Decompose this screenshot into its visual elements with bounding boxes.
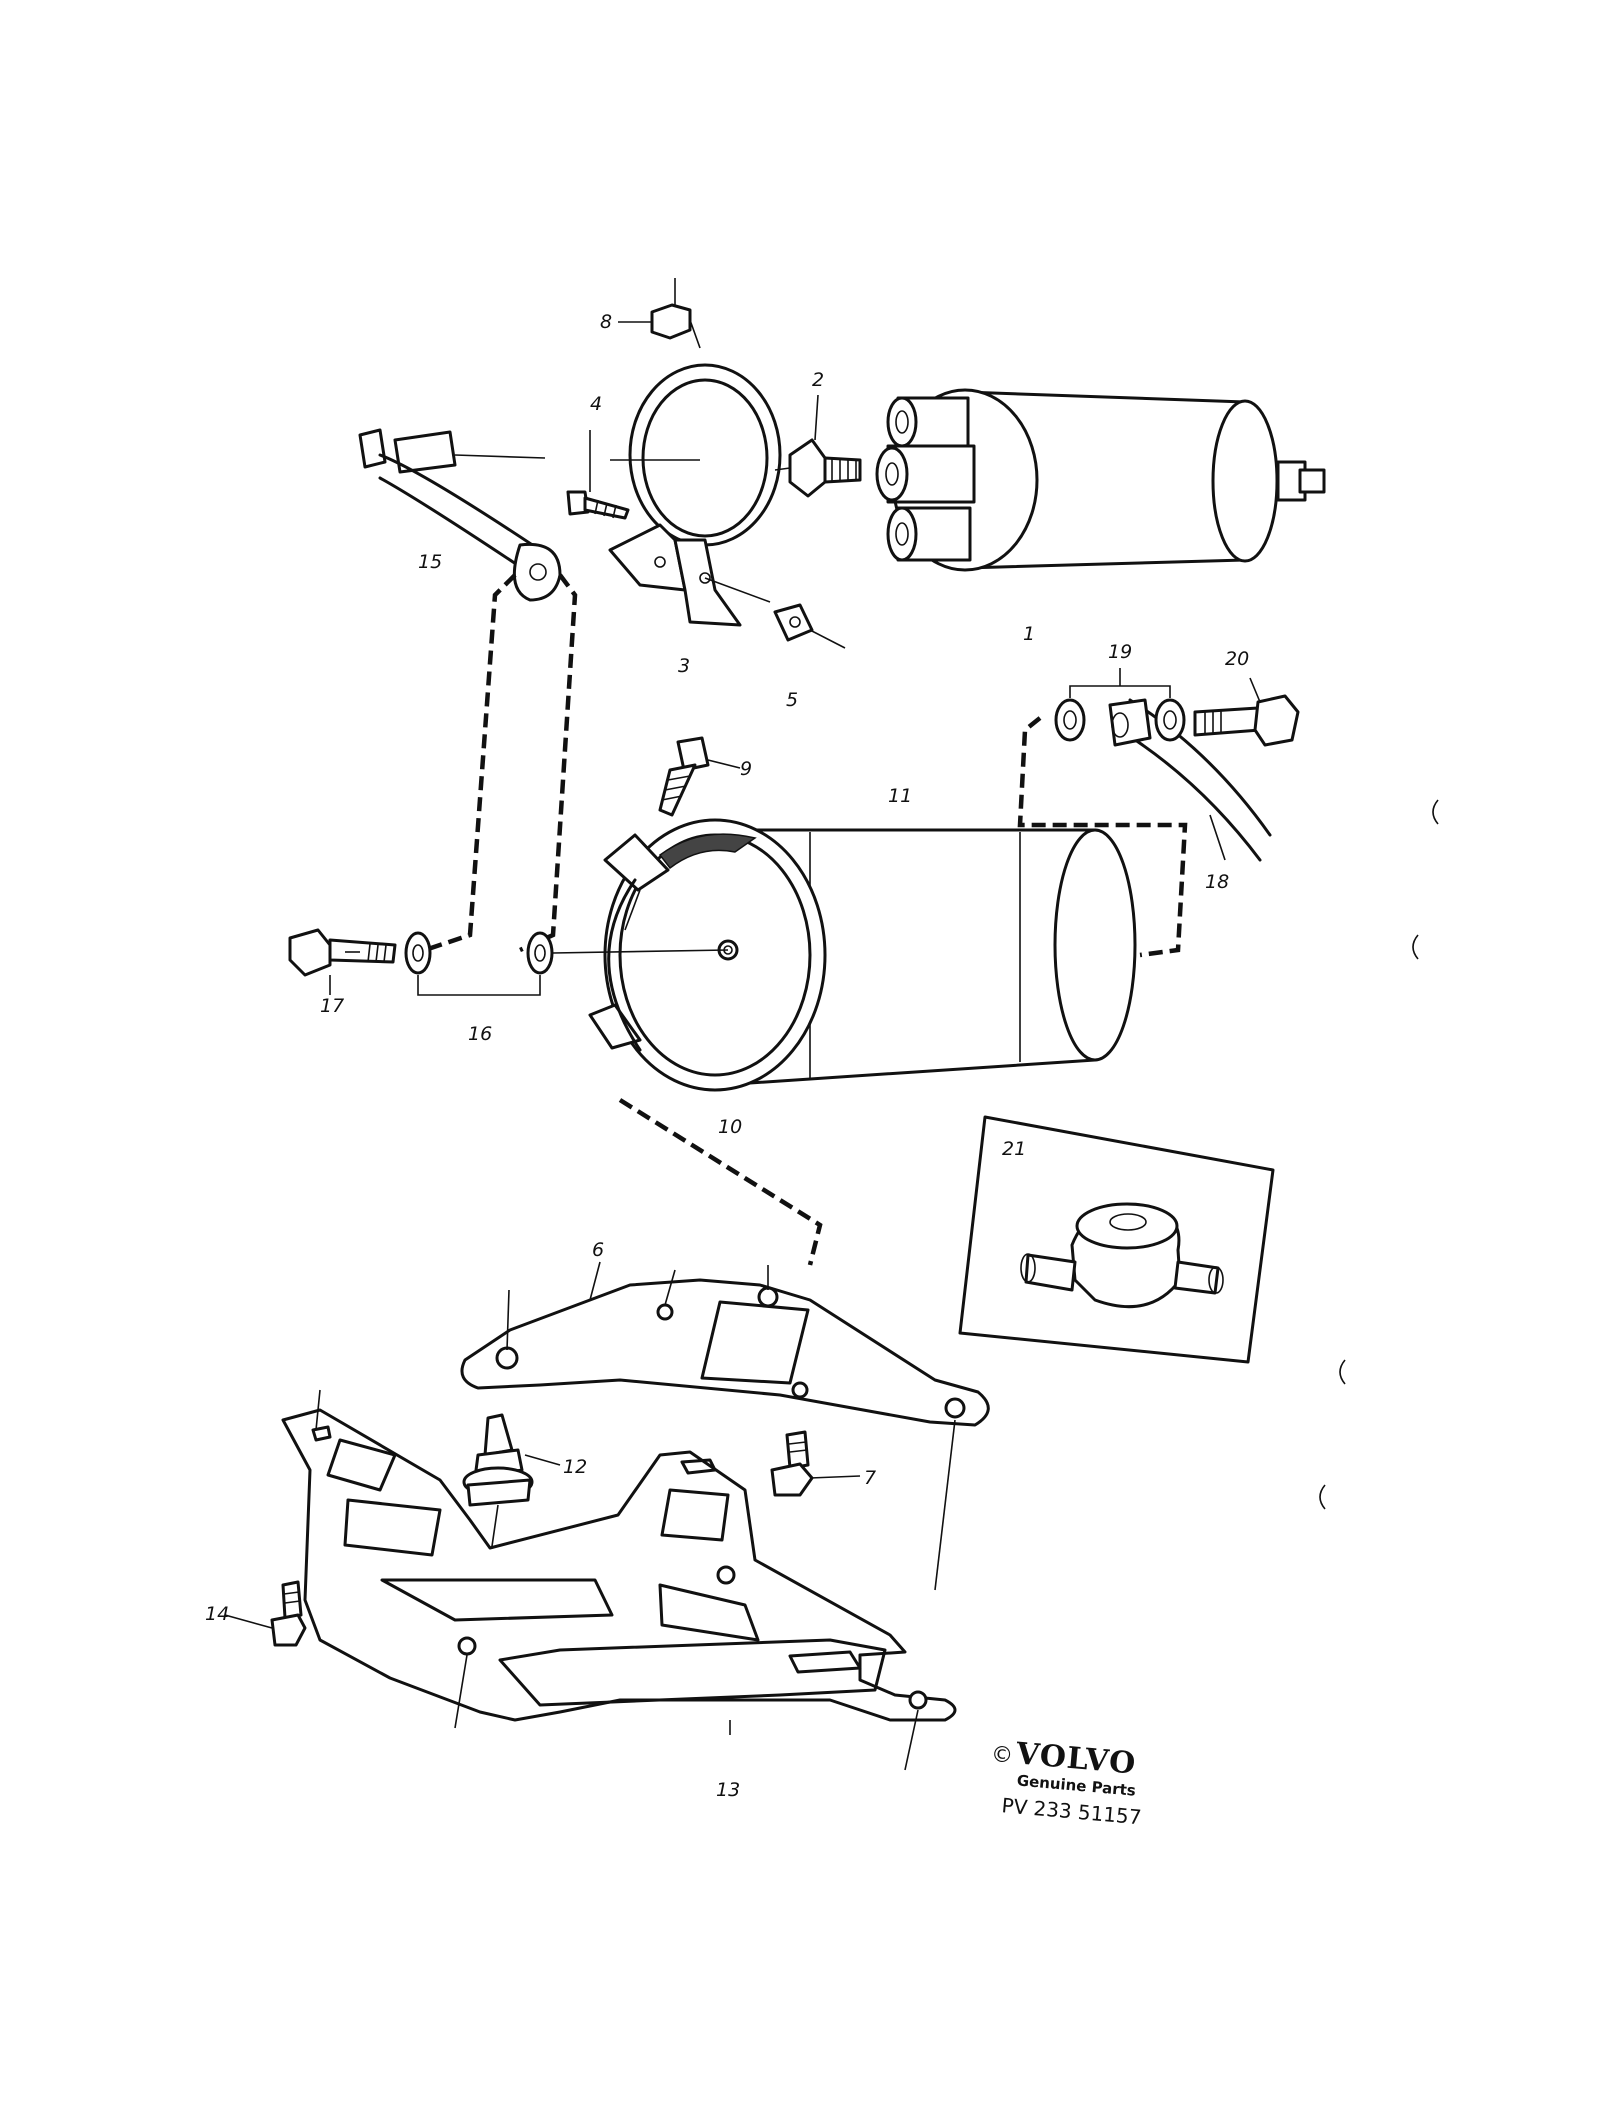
mounting-plate-part-6 <box>460 1261 990 1591</box>
sealing-washer-part-16b <box>526 931 554 975</box>
callout-11: 11 <box>888 785 912 807</box>
copyright-symbol: © <box>990 1742 1014 1769</box>
callout-1: 1 <box>1023 623 1035 645</box>
filter-clamp-part-3 <box>608 319 782 627</box>
callout-6: 6 <box>592 1239 604 1261</box>
nut-part-8 <box>618 278 692 340</box>
callout-8: 8 <box>600 311 612 333</box>
screw-part-4 <box>566 430 630 520</box>
union-nipple-part-2 <box>774 394 862 498</box>
fuel-hose-part-15 <box>358 428 562 602</box>
pump-clamp-part-10 <box>588 833 670 1052</box>
sealing-washer-part-16a <box>404 931 432 975</box>
callout-21: 21 <box>1002 1138 1026 1160</box>
callout-18: 18 <box>1205 871 1229 893</box>
banjo-bolt-part-20 <box>1193 677 1300 747</box>
screw-part-9 <box>658 736 741 817</box>
callout-20: 20 <box>1225 648 1249 670</box>
rubber-bushing-part-12 <box>462 1413 561 1561</box>
screw-part-14 <box>224 1580 307 1647</box>
fuel-pump-part-11 <box>603 818 1137 1092</box>
inset-box-part-21 <box>958 1115 1275 1364</box>
binder-hole-marks <box>1319 799 1439 1510</box>
fuel-filter-part-1 <box>875 388 1326 572</box>
part-number: PV 233 51157 <box>1001 1793 1143 1829</box>
banjo-bolt-part-17 <box>288 928 397 977</box>
callout-3: 3 <box>678 655 690 677</box>
callout-14: 14 <box>205 1603 229 1625</box>
washer-part-19a <box>1054 698 1086 742</box>
hose-path-bottom <box>618 1098 823 1266</box>
volvo-logo-block: © VOLVO Genuine Parts PV 233 51157 <box>990 1736 1143 1829</box>
callout-4: 4 <box>590 393 602 415</box>
hose-path-left <box>424 573 517 953</box>
callout-17: 17 <box>320 995 344 1017</box>
bottom-bracket-part-13 <box>281 1389 957 1771</box>
callout-labels: 1 2 3 4 5 6 7 8 9 10 11 12 13 14 15 16 1… <box>205 311 1249 1801</box>
callout-12: 12 <box>563 1456 587 1478</box>
banjo-union-part-19 <box>1108 698 1152 747</box>
callout-16: 16 <box>468 1023 492 1045</box>
callout-13: 13 <box>716 1779 740 1801</box>
callout-15: 15 <box>418 551 442 573</box>
callout-5: 5 <box>786 689 798 711</box>
callout-10: 10 <box>718 1116 742 1138</box>
callout-19: 19 <box>1108 641 1132 663</box>
hose-path-return <box>1017 716 1188 958</box>
nut-part-5 <box>773 603 846 649</box>
washer-part-19b <box>1154 698 1186 742</box>
screw-part-7 <box>770 1430 861 1497</box>
callout-7: 7 <box>864 1467 876 1489</box>
callout-2: 2 <box>812 369 824 391</box>
return-hose-part-18 <box>1118 698 1272 862</box>
callout-9: 9 <box>740 758 752 780</box>
hose-path-right <box>519 573 578 953</box>
